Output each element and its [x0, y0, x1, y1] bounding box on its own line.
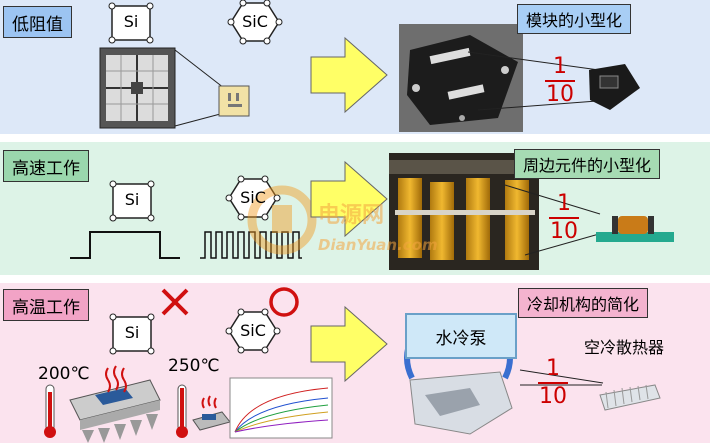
air-heatsink-image [599, 384, 661, 411]
sic-chip-label-2: SiC [240, 188, 266, 207]
si-chip-label-3: Si [124, 323, 140, 342]
watermark-en-text: DianYuan.com [318, 236, 438, 254]
fraction-denominator: 10 [550, 219, 578, 244]
circle-mark-icon [269, 287, 299, 317]
watermark-cn-text: 电源网 [318, 203, 385, 228]
fraction-one-tenth-1: 1 10 [545, 55, 575, 107]
si-chip-icon [108, 2, 154, 44]
result-module-miniaturization: 模块的小型化 [517, 4, 632, 34]
arrow-right-icon-2 [310, 160, 388, 238]
fraction-denominator: 10 [546, 82, 574, 107]
row-label-high-speed: 高速工作 [3, 150, 89, 182]
sic-hexagon-icon-3 [225, 308, 281, 354]
thermometer-icon-2 [176, 384, 188, 438]
sic-chip-label: SiC [242, 12, 268, 31]
water-cooling-plate-image [404, 336, 513, 435]
si-slow-waveform [70, 231, 180, 259]
air-heatsink-label: 空冷散热器 [584, 338, 665, 357]
temp-label-si: 200℃ [38, 364, 90, 384]
si-chip-label: Si [123, 12, 139, 31]
sic-package-image [192, 395, 231, 431]
large-module-image [399, 24, 523, 132]
sic-fast-waveform [200, 231, 302, 259]
fraction-numerator: 1 [553, 54, 567, 79]
arrow-right-icon-1 [310, 36, 388, 114]
fraction-numerator: 1 [546, 356, 560, 381]
fraction-one-tenth-3: 1 10 [538, 357, 568, 409]
row-label-low-resistance: 低阻值 [3, 6, 72, 38]
performance-chart-image [229, 377, 333, 439]
sic-hexagon-icon-2 [225, 175, 281, 221]
cross-mark-icon [161, 288, 189, 316]
arrow-right-icon-3 [310, 305, 388, 383]
thermometer-icon-1 [44, 384, 56, 438]
si-chip-label-2: Si [124, 190, 140, 209]
fraction-denominator: 10 [539, 384, 567, 409]
water-pump-label: 水冷泵 [435, 328, 487, 349]
fraction-one-tenth-2: 1 10 [549, 192, 579, 244]
watermark-logo [247, 185, 317, 255]
sic-chip-label-3: SiC [240, 321, 266, 340]
result-peripheral-miniaturization: 周边元件的小型化 [514, 149, 661, 179]
sic-hexagon-icon [227, 0, 283, 45]
si-heatsink-package-image [69, 365, 161, 443]
fraction-numerator: 1 [557, 191, 571, 216]
temp-label-sic: 250℃ [168, 356, 220, 376]
sic-die-image [218, 85, 250, 117]
small-inductor-image [596, 216, 674, 242]
water-pump-box: 水冷泵 [405, 313, 517, 359]
si-die-image [99, 47, 176, 129]
row-label-high-temp: 高温工作 [3, 289, 89, 321]
result-cooling-simplification: 冷却机构的简化 [518, 288, 649, 318]
si-chip-icon-3 [109, 313, 155, 355]
si-chip-icon-2 [109, 180, 155, 222]
small-module-image [589, 64, 640, 110]
